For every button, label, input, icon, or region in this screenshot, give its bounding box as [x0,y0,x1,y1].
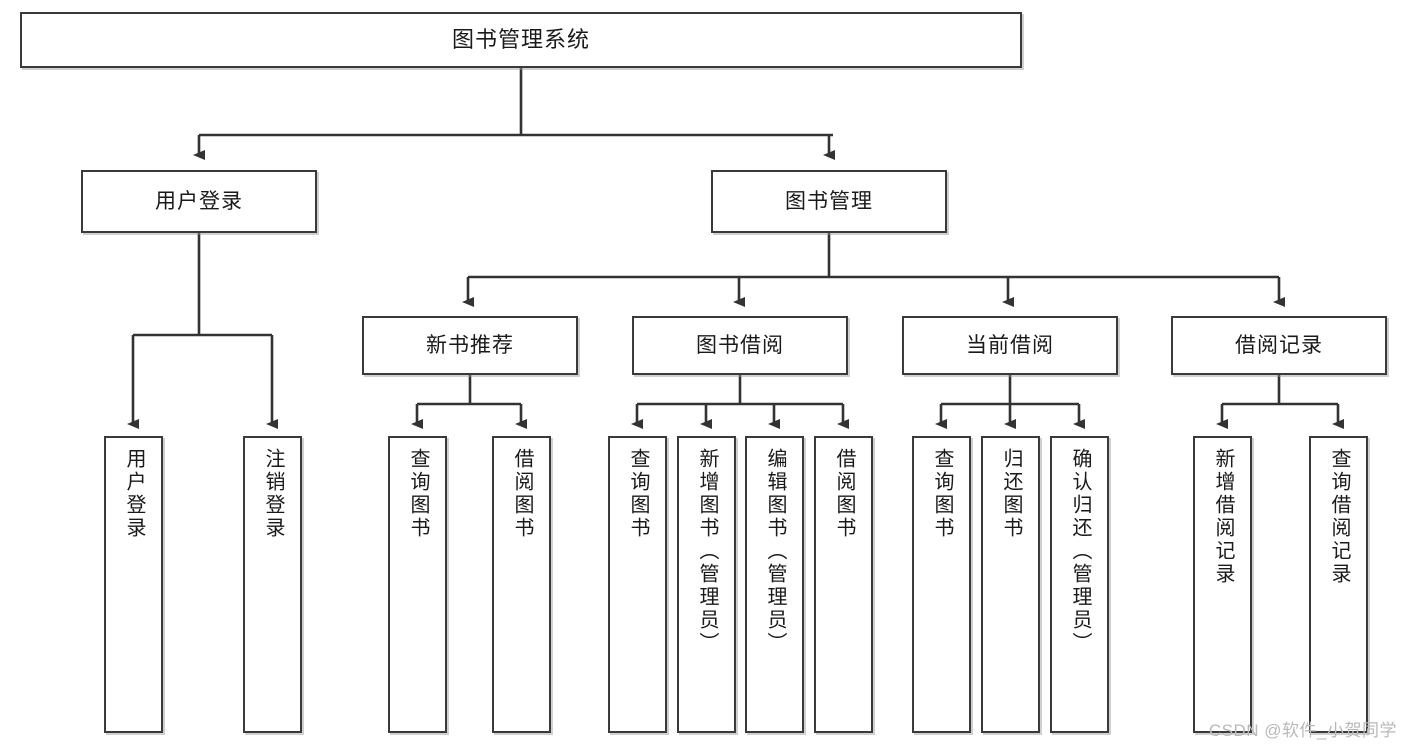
leaf-borrow-edit-book-admin[interactable]: 编辑图书（管理员） [745,436,804,733]
node-user-login-label: 用户登录 [155,189,243,213]
leaf-user-login[interactable]: 用户登录 [104,436,163,733]
node-root-label: 图书管理系统 [451,26,590,52]
leaf-borrow-edit-book-admin-label: 编辑图书（管理员） [764,448,786,655]
leaf-user-login-label: 用户登录 [123,448,145,540]
leaf-borrow-query-book-label: 查询图书 [627,448,649,540]
leaf-logout-label: 注销登录 [262,448,284,540]
node-root[interactable]: 图书管理系统 [20,12,1022,68]
leaf-borrow-add-book-admin-label: 新增图书（管理员） [696,448,718,655]
node-book-management[interactable]: 图书管理 [711,170,947,233]
leaf-current-return-book[interactable]: 归还图书 [981,436,1040,733]
node-current-borrow-label: 当前借阅 [966,333,1054,357]
leaf-logout[interactable]: 注销登录 [243,436,302,733]
leaf-records-add-record[interactable]: 新增借阅记录 [1193,436,1252,733]
leaf-newbook-borrow-book[interactable]: 借阅图书 [492,436,551,733]
leaf-borrow-add-book-admin[interactable]: 新增图书（管理员） [677,436,736,733]
node-user-login[interactable]: 用户登录 [81,170,317,233]
node-borrow-records[interactable]: 借阅记录 [1171,316,1387,375]
leaf-current-query-book-label: 查询图书 [931,448,953,540]
leaf-borrow-borrow-book-label: 借阅图书 [833,448,855,540]
leaf-records-query-record[interactable]: 查询借阅记录 [1309,436,1368,733]
node-new-book-recommend-label: 新书推荐 [426,333,514,357]
leaf-current-confirm-return-admin[interactable]: 确认归还（管理员） [1050,436,1109,733]
node-book-borrow[interactable]: 图书借阅 [632,316,848,375]
leaf-newbook-borrow-book-label: 借阅图书 [511,448,533,540]
leaf-current-return-book-label: 归还图书 [1000,448,1022,540]
node-book-borrow-label: 图书借阅 [696,333,784,357]
leaf-current-confirm-return-admin-label: 确认归还（管理员） [1069,448,1091,655]
leaf-records-add-record-label: 新增借阅记录 [1212,448,1234,586]
node-current-borrow[interactable]: 当前借阅 [902,316,1118,375]
leaf-borrow-query-book[interactable]: 查询图书 [608,436,667,733]
node-book-management-label: 图书管理 [785,189,873,213]
leaf-newbook-query-book-label: 查询图书 [407,448,429,540]
leaf-current-query-book[interactable]: 查询图书 [912,436,971,733]
leaf-records-query-record-label: 查询借阅记录 [1328,448,1350,586]
leaf-newbook-query-book[interactable]: 查询图书 [388,436,447,733]
node-new-book-recommend[interactable]: 新书推荐 [362,316,578,375]
watermark: CSDN @软件_小贺同学 [1208,721,1397,740]
node-borrow-records-label: 借阅记录 [1235,333,1323,357]
leaf-borrow-borrow-book[interactable]: 借阅图书 [814,436,873,733]
